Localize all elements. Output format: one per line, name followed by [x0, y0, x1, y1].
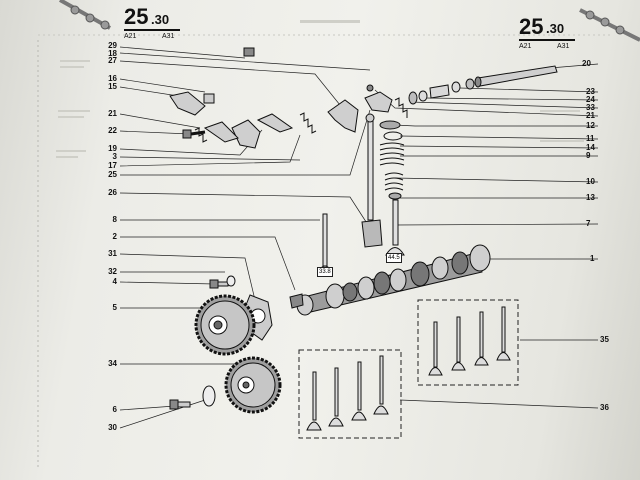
- model-code-a: A21: [519, 43, 532, 50]
- ref-11: 11: [586, 134, 595, 143]
- ref-18: 18: [108, 49, 117, 58]
- ref-1: 1: [590, 254, 595, 263]
- bleed-through-text: [56, 20, 584, 158]
- ref-5: 5: [112, 303, 117, 312]
- ref-13: 13: [586, 193, 595, 202]
- ref-21: 21: [108, 109, 117, 118]
- section-number: 25: [519, 14, 544, 39]
- camshaft: [289, 244, 491, 316]
- ref-32: 32: [108, 267, 117, 276]
- ref-27: 27: [108, 56, 117, 65]
- subsection-number: .30: [546, 21, 565, 36]
- valve-set-36: [306, 355, 389, 431]
- chain-decoration-left: [59, 0, 111, 30]
- ref-14: 14: [586, 143, 595, 152]
- ref-29: 29: [108, 41, 117, 50]
- ref-26: 26: [108, 188, 117, 197]
- ref-4: 4: [112, 277, 117, 286]
- ref-19: 19: [108, 144, 117, 153]
- bolt-6: [169, 399, 191, 410]
- ref-34: 34: [108, 359, 117, 368]
- ref-8: 8: [112, 215, 117, 224]
- ref-36: 36: [600, 403, 609, 412]
- ref-12: 12: [586, 121, 595, 130]
- valve-length-callout: 44.5: [386, 253, 402, 263]
- ref-35: 35: [600, 335, 609, 344]
- ref-6: 6: [112, 405, 117, 414]
- rocker-shaft: [474, 65, 558, 88]
- section-number: 25: [124, 4, 149, 29]
- model-code-b: A31: [162, 33, 175, 40]
- subsection-number: .30: [151, 12, 170, 27]
- ref-10: 10: [586, 177, 595, 186]
- bolt-4: [209, 275, 236, 289]
- valve-set-box-36: [298, 349, 402, 439]
- ref-25: 25: [108, 170, 117, 179]
- pushrod-length-callout: 33.8: [317, 267, 333, 277]
- ref-2: 2: [112, 232, 117, 241]
- shaft-spacers-right: [394, 78, 475, 118]
- washer-30: [202, 385, 216, 407]
- ref-15: 15: [108, 82, 117, 91]
- exhaust-valve: [385, 199, 405, 256]
- ref-22: 22: [108, 126, 117, 135]
- ref-16: 16: [108, 74, 117, 83]
- ref-24: 24: [586, 95, 595, 104]
- rocker-arms: [169, 91, 393, 149]
- camshaft-gear: [194, 294, 256, 356]
- ref-7: 7: [586, 219, 591, 228]
- valve-set-35: [428, 306, 511, 376]
- ref-33: 33: [586, 103, 595, 112]
- ref-20: 20: [582, 59, 591, 68]
- model-code-a: A21: [124, 33, 137, 40]
- ref-3: 3: [112, 152, 117, 161]
- ref-9: 9: [586, 151, 591, 160]
- second-pushrod: [317, 213, 333, 273]
- ref-30: 30: [108, 423, 117, 432]
- chain-decoration-right: [579, 8, 640, 42]
- adjuster-screws: [182, 47, 374, 143]
- ref-17: 17: [108, 161, 117, 170]
- model-code-b: A31: [557, 43, 570, 50]
- ref-31: 31: [108, 249, 117, 258]
- ref-23: 23: [586, 87, 595, 96]
- tappet: [361, 219, 383, 248]
- ref-21-right: 21: [586, 111, 595, 120]
- valve-set-box-35: [417, 299, 519, 386]
- valve-spring-assembly: [379, 120, 405, 200]
- idler-gear: [224, 356, 282, 414]
- pushrod: [365, 113, 375, 221]
